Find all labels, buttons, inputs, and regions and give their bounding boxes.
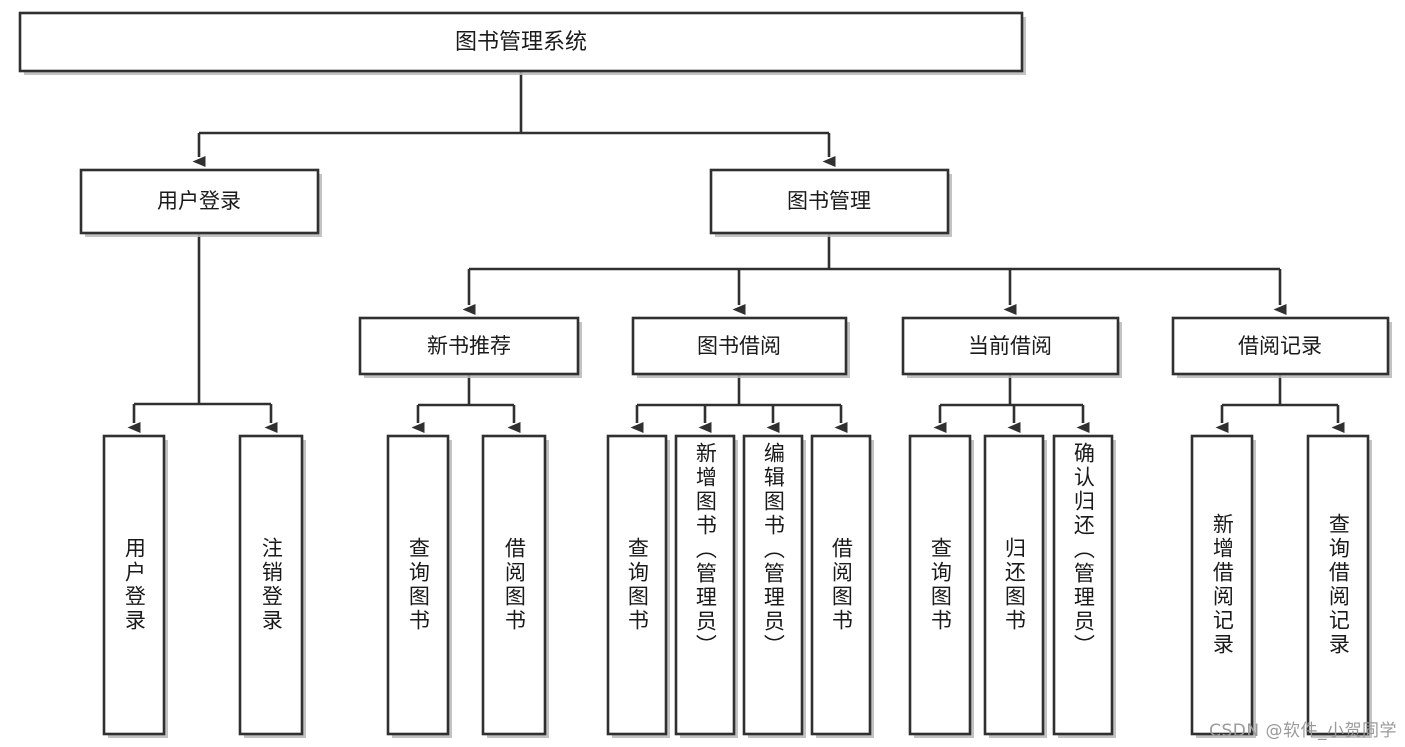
node-book-manage-label: 图书管理 <box>787 189 871 213</box>
edge-layer <box>127 71 1345 433</box>
node-current-borrow-label: 当前借阅 <box>968 334 1052 358</box>
node-new-book-recommend-label: 新书推荐 <box>427 334 511 358</box>
node-leaf-borrow-book-1[interactable] <box>481 434 549 738</box>
node-book-borrow[interactable]: 图书借阅 <box>631 316 850 378</box>
node-user-login[interactable]: 用户登录 <box>79 168 322 237</box>
node-leaf-confirm-return-admin[interactable] <box>1052 434 1116 738</box>
node-borrow-record[interactable]: 借阅记录 <box>1171 316 1392 378</box>
node-root-label: 图书管理系统 <box>455 30 587 55</box>
node-borrow-record-label: 借阅记录 <box>1238 334 1322 358</box>
node-new-book-recommend[interactable]: 新书推荐 <box>358 316 582 378</box>
node-current-borrow[interactable]: 当前借阅 <box>901 316 1122 378</box>
node-root[interactable]: 图书管理系统 <box>18 11 1026 75</box>
node-leaf-logout[interactable] <box>238 434 306 738</box>
node-leaf-add-book-admin[interactable] <box>674 434 738 738</box>
node-leaf-query-book-2[interactable] <box>606 434 670 738</box>
node-leaf-borrow-book-2[interactable] <box>810 434 874 738</box>
node-book-manage[interactable]: 图书管理 <box>709 168 952 237</box>
node-leaf-query-book-1[interactable] <box>386 434 452 738</box>
node-leaf-user-login[interactable] <box>102 434 168 738</box>
node-user-login-label: 用户登录 <box>157 189 241 213</box>
node-leaf-query-borrow-record[interactable] <box>1306 434 1372 738</box>
node-leaf-return-book[interactable] <box>983 434 1047 738</box>
node-leaf-edit-book-admin[interactable] <box>742 434 806 738</box>
node-layer: 图书管理系统 用户登录 图书管理 新书推荐 <box>18 11 1392 738</box>
node-book-borrow-label: 图书借阅 <box>697 334 781 358</box>
node-leaf-query-book-3[interactable] <box>908 434 974 738</box>
node-leaf-add-borrow-record[interactable] <box>1190 434 1256 738</box>
